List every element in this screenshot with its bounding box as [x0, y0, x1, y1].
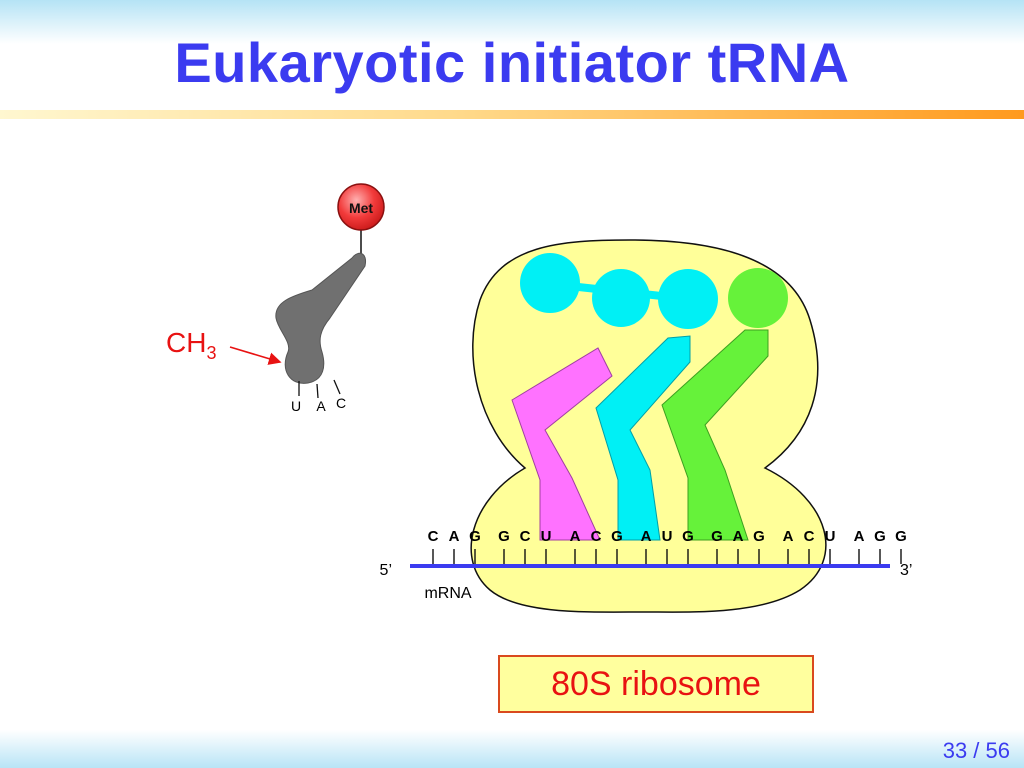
mrna-five-prime-label: 5’ — [380, 562, 392, 579]
top-gradient-band — [0, 0, 1024, 44]
mrna-three-prime-label: 3’ — [900, 562, 912, 579]
mrna-base: A — [783, 528, 794, 545]
mrna-base: A — [449, 528, 460, 545]
ribosome-trna-pink — [511, 347, 613, 541]
mrna-base: G — [469, 528, 481, 545]
mrna-base: U — [825, 528, 836, 545]
slide-title: Eukaryotic initiator tRNA — [174, 31, 850, 94]
mrna-base: G — [498, 528, 510, 545]
ch3-label: CH3 — [166, 327, 216, 363]
mrna-base: G — [874, 528, 886, 545]
mrna-label: mRNA — [424, 585, 471, 602]
mrna-base: A — [733, 528, 744, 545]
anticodon-base-2: A — [316, 398, 326, 414]
initiator-trna-body — [275, 252, 367, 384]
mrna-base: C — [804, 528, 815, 545]
anticodon-tick-3 — [333, 379, 341, 395]
ch3-arrow — [229, 346, 282, 365]
met-label: Met — [349, 200, 373, 216]
anticodon-base-1: U — [291, 398, 301, 414]
mrna-base: A — [854, 528, 865, 545]
mrna-base: G — [682, 528, 694, 545]
met-amino-acid-ball — [337, 183, 385, 231]
mrna-base: C — [520, 528, 531, 545]
mrna-base: C — [428, 528, 439, 545]
mrna-base: U — [662, 528, 673, 545]
bottom-gradient-band — [0, 730, 1024, 768]
anticodon-tick-2 — [316, 383, 319, 399]
ribosome-trna-cyan — [520, 253, 718, 541]
mrna-base: C — [591, 528, 602, 545]
mrna-base: A — [570, 528, 581, 545]
title-underline-bar — [0, 110, 1024, 119]
mrna-base: U — [541, 528, 552, 545]
anticodon-base-3: C — [336, 395, 346, 411]
mrna-base: G — [753, 528, 765, 545]
mrna-base-ticks — [432, 549, 902, 564]
ribosome-caption: 80S ribosome — [551, 664, 761, 703]
ribosome-caption-box: 80S ribosome — [498, 655, 814, 713]
ribosome-trna-green — [661, 268, 788, 541]
mrna-base: A — [641, 528, 652, 545]
mrna-base: G — [611, 528, 623, 545]
mrna-base: G — [711, 528, 723, 545]
page-number: 33 / 56 — [942, 738, 1010, 763]
mrna-base: G — [895, 528, 907, 545]
